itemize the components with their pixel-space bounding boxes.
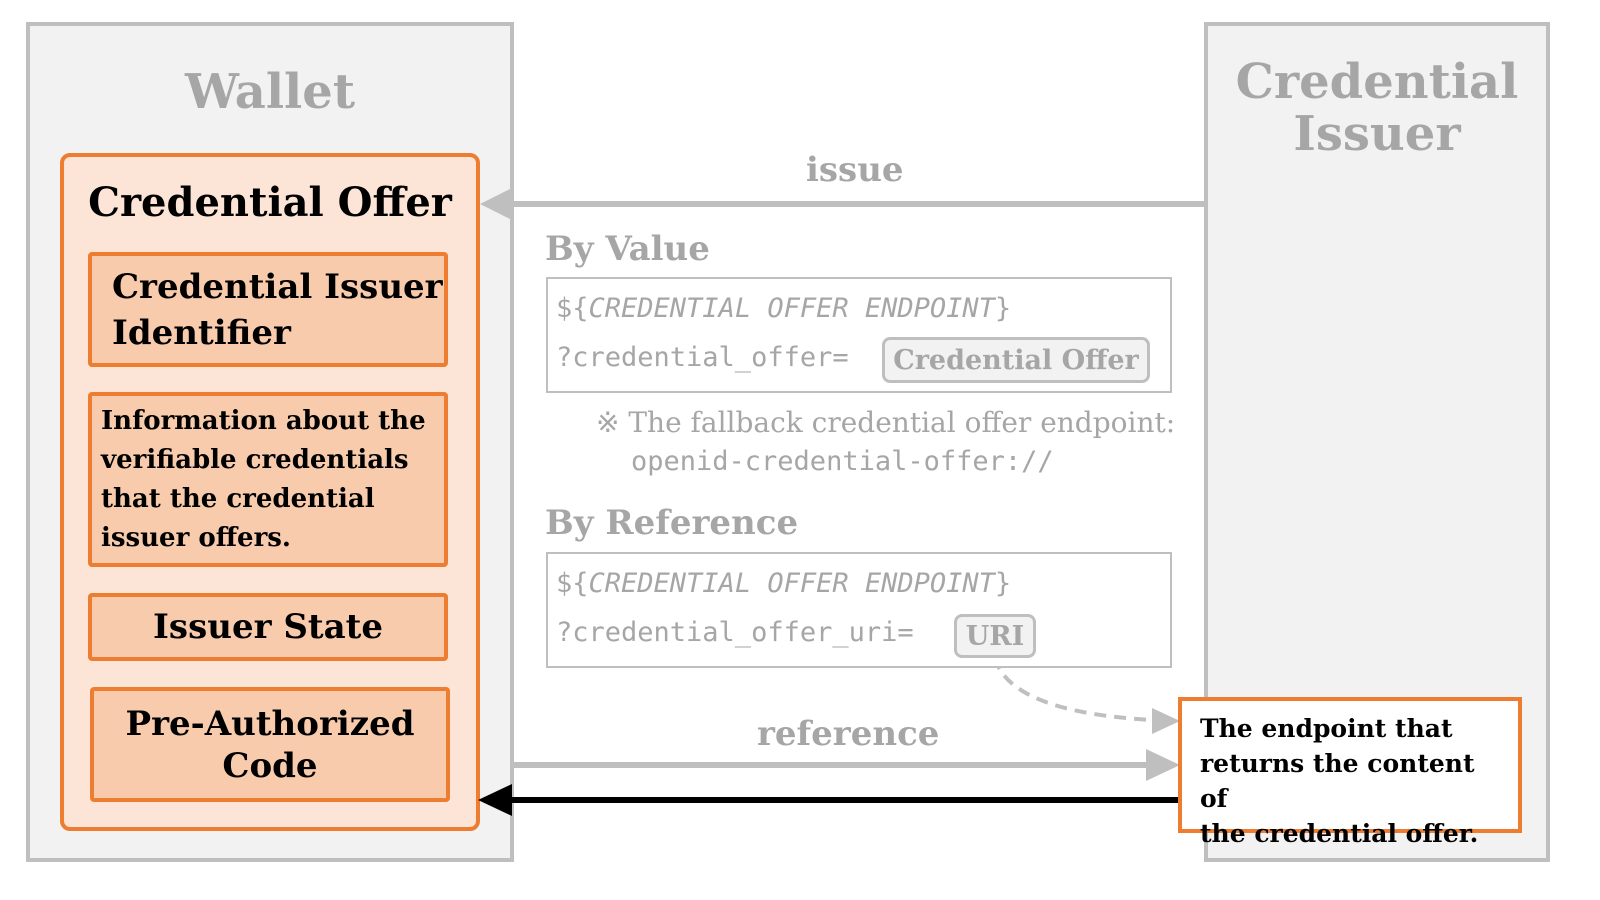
pre-authorized-code-line1: Pre-Authorized xyxy=(125,703,415,744)
by-value-endpoint-suffix: } xyxy=(994,293,1012,324)
by-reference-code-box: ${CREDENTIAL OFFER ENDPOINT} ?credential… xyxy=(546,552,1172,668)
by-reference-param: ?credential_offer_uri= xyxy=(556,617,914,648)
credential-info-line1: Information about the xyxy=(101,405,426,436)
pre-authorized-code-field: Pre-Authorized Code xyxy=(90,687,450,802)
credential-issuer-identifier-field: Credential Issuer Identifier xyxy=(88,252,448,367)
credential-info-line4: issuer offers. xyxy=(101,522,291,553)
by-value-param-pill: Credential Offer xyxy=(882,337,1150,383)
by-value-endpoint-prefix: ${ xyxy=(556,293,589,324)
credential-info-line2: verifiable credentials xyxy=(101,444,409,475)
credential-issuer-identifier-line2: Identifier xyxy=(112,312,291,353)
credential-issuer-identifier-line1: Credential Issuer xyxy=(112,266,443,307)
issuer-state-field: Issuer State xyxy=(88,593,448,661)
credential-issuer-title-line2: Issuer xyxy=(1293,106,1461,162)
by-reference-endpoint-suffix: } xyxy=(994,568,1012,599)
endpoint-description-line1: The endpoint that xyxy=(1200,714,1453,743)
by-value-endpoint-line: ${CREDENTIAL OFFER ENDPOINT} xyxy=(556,293,1011,324)
reference-arrowhead xyxy=(1146,749,1180,781)
credential-offer-title: Credential Offer xyxy=(88,179,452,226)
by-reference-endpoint-prefix: ${ xyxy=(556,568,589,599)
issue-arrowhead xyxy=(480,188,512,220)
by-value-code-box: ${CREDENTIAL OFFER ENDPOINT} ?credential… xyxy=(546,277,1172,393)
credential-issuer-title-line1: Credential xyxy=(1235,54,1519,110)
by-reference-endpoint-name: CREDENTIAL OFFER ENDPOINT xyxy=(588,568,995,599)
credential-issuer-title: Credential Issuer xyxy=(1208,56,1546,160)
uri-dashed-curve xyxy=(993,657,1153,722)
by-value-param: ?credential_offer= xyxy=(556,342,849,373)
fallback-note-line2: openid-credential-offer:// xyxy=(631,446,1054,477)
uri-dashed-arrowhead xyxy=(1152,708,1180,734)
pre-authorized-code-line2: Code xyxy=(222,745,318,786)
by-reference-param-pill: URI xyxy=(954,614,1036,658)
endpoint-description-line2: returns the content of xyxy=(1200,749,1475,813)
by-reference-endpoint-line: ${CREDENTIAL OFFER ENDPOINT} xyxy=(556,568,1011,599)
response-arrowhead xyxy=(478,784,512,816)
endpoint-description-box: The endpoint that returns the content of… xyxy=(1178,697,1522,848)
by-value-endpoint-name: CREDENTIAL OFFER ENDPOINT xyxy=(588,293,995,324)
endpoint-description-line3: the credential offer. xyxy=(1200,819,1479,848)
wallet-title: Wallet xyxy=(184,64,355,120)
fallback-note-line1: ※ The fallback credential offer endpoint… xyxy=(596,406,1176,439)
credential-info-line3: that the credential xyxy=(101,483,375,514)
issue-label: issue xyxy=(806,150,904,190)
by-reference-heading: By Reference xyxy=(545,503,799,543)
by-value-heading: By Value xyxy=(545,229,710,269)
issuer-state-label: Issuer State xyxy=(153,607,383,647)
reference-label: reference xyxy=(757,714,940,754)
credential-info-field: Information about the verifiable credent… xyxy=(88,392,448,567)
